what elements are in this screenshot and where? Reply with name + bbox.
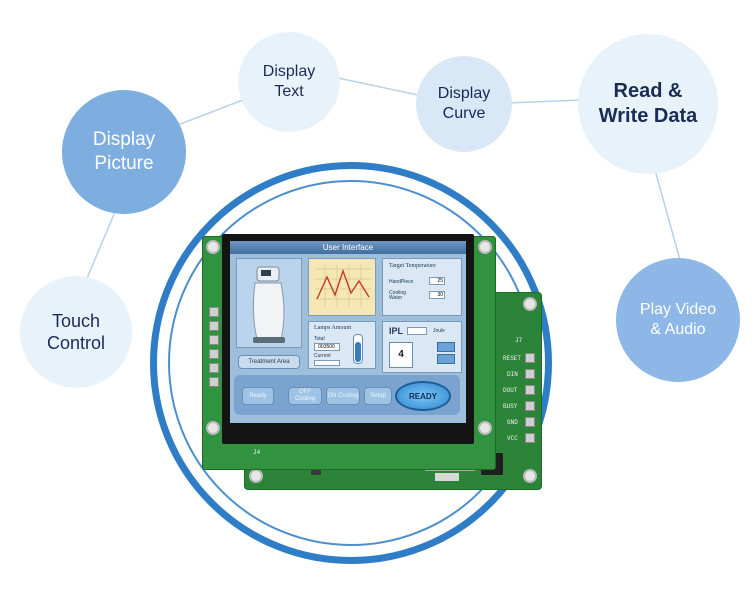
mount-hole: [206, 240, 220, 254]
bubble-read-write-data: Read & Write Data: [578, 34, 718, 174]
lamp-gauge-fill: [355, 342, 361, 362]
edge-pin: [209, 363, 219, 373]
handpiece-label: HandPiece: [389, 279, 414, 285]
bubble-touch-control: Touch Control: [20, 276, 132, 388]
header-pin: [525, 369, 535, 379]
header-pin: [525, 353, 535, 363]
edge-pin: [209, 335, 219, 345]
bubble-display-curve: Display Curve: [416, 56, 512, 152]
header-pin: [525, 385, 535, 395]
bubble-read-write-data-label: Read & Write Data: [598, 80, 698, 127]
ready-button[interactable]: READY: [395, 381, 451, 411]
lamps-amount-panel: Lamps Amount Total 003500 Current: [308, 321, 376, 369]
pin-label-gnd: GND: [507, 419, 518, 426]
on-cooling-button[interactable]: ON Cooling: [326, 387, 360, 405]
cooling-value-field[interactable]: 30: [429, 291, 445, 299]
bubble-display-text: Display Text: [238, 32, 340, 132]
lamp-gauge: [353, 334, 363, 364]
edge-pin: [209, 349, 219, 359]
bubble-touch-control-label: Touch Control: [46, 310, 106, 354]
pin-label-din: DIN: [507, 371, 518, 378]
mount-hole: [523, 297, 537, 311]
device-picture-panel: [236, 258, 302, 348]
screen-title: User Interface: [230, 241, 466, 254]
edge-pin: [209, 377, 219, 387]
curve-graph: [315, 265, 371, 307]
total-label: Total: [314, 336, 325, 342]
lcd-screen: User Interface Target Temperature HandPi…: [230, 241, 466, 423]
pin-label-vcc: VCC: [507, 435, 518, 442]
ipl-up-button[interactable]: [437, 342, 455, 352]
target-temp-title: Target Temperature: [389, 263, 436, 269]
ipl-panel: IPL Joule 4: [382, 321, 462, 373]
mount-hole: [206, 421, 220, 435]
cooling-label: Cooling Water: [389, 290, 406, 301]
edge-pin: [209, 321, 219, 331]
j4-label: J4: [253, 449, 261, 456]
ipl-down-button[interactable]: [437, 354, 455, 364]
curve-panel: [308, 258, 376, 316]
treatment-area-button[interactable]: Treatment Area: [238, 355, 300, 369]
ipl-value-display: 4: [389, 342, 413, 368]
mount-hole: [523, 469, 537, 483]
pin-label-busy: BUSY: [503, 403, 518, 410]
bubble-display-text-label: Display Text: [262, 63, 316, 100]
joule-label: Joule: [433, 328, 445, 334]
pin-label-dout: DOUT: [503, 387, 518, 394]
edge-pin: [209, 307, 219, 317]
header-pin: [525, 433, 535, 443]
setup-button[interactable]: Setup: [364, 387, 392, 405]
device-picture: [252, 266, 285, 343]
bubble-play-video-audio: Play Video & Audio: [616, 258, 740, 382]
header-pin: [525, 401, 535, 411]
ipl-label: IPL: [389, 326, 404, 336]
ready-mode-button[interactable]: Ready: [242, 387, 274, 405]
pin-label-reset: RESET: [503, 355, 522, 362]
bubble-display-curve-label: Display Curve: [437, 85, 491, 122]
total-value-field: 003500: [314, 343, 340, 351]
header-pin: [525, 417, 535, 427]
ipl-input-field[interactable]: [407, 327, 427, 335]
current-label: Current: [314, 353, 331, 359]
j7-label: J7: [515, 337, 523, 344]
connector-slot: [435, 473, 459, 481]
off-cooling-button[interactable]: OFF Cooling: [288, 387, 322, 405]
mount-hole: [478, 240, 492, 254]
bubble-play-video-audio-label: Play Video & Audio: [639, 301, 717, 338]
target-temperature-panel: Target Temperature HandPiece 25 Cooling …: [382, 258, 462, 316]
bubble-display-picture: Display Picture: [62, 90, 186, 214]
outer-ring: [150, 162, 552, 564]
bubble-display-picture-label: Display Picture: [92, 129, 156, 174]
handpiece-value-field[interactable]: 25: [429, 277, 445, 285]
mount-hole: [249, 469, 263, 483]
mount-hole: [478, 421, 492, 435]
current-value-field: [314, 360, 340, 366]
lamps-title: Lamps Amount: [314, 325, 352, 331]
